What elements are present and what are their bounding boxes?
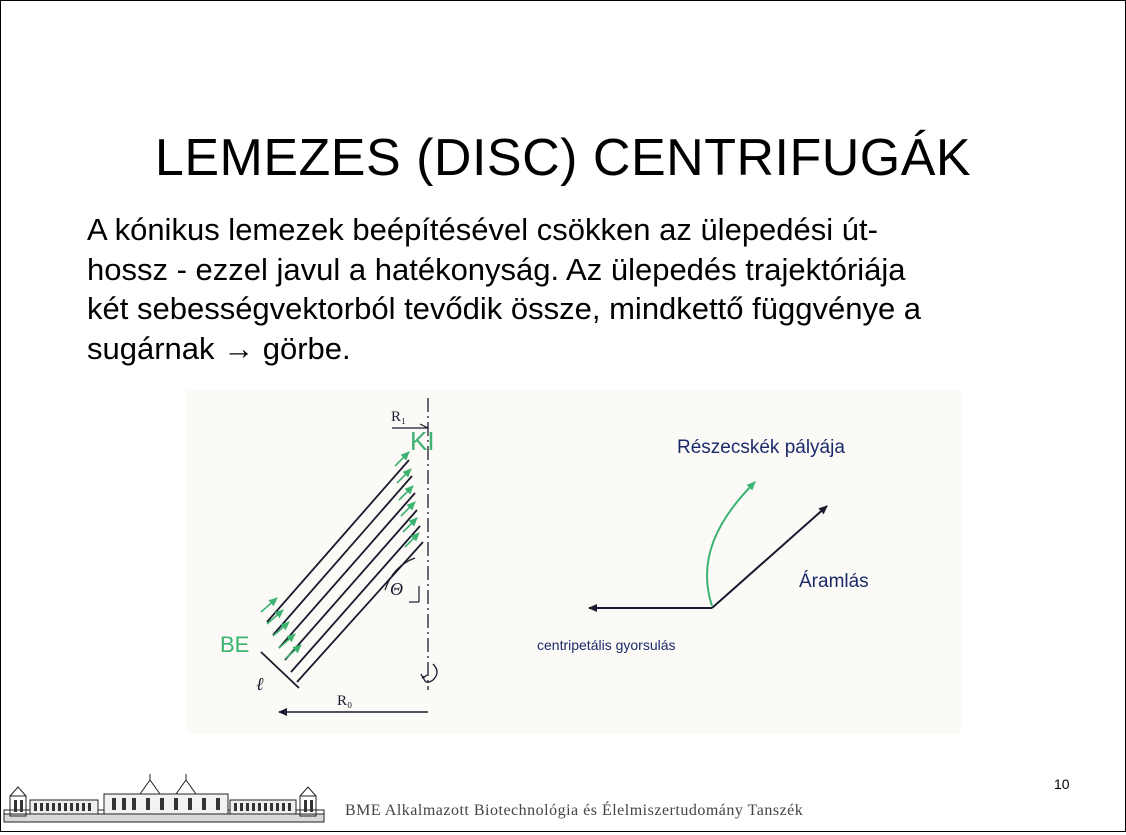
particle-trajectory-curve [705, 481, 756, 607]
body-line-3: két sebességvektorból tevődik össze, min… [87, 291, 922, 326]
label-r-inner: R₁ [391, 409, 406, 425]
body-line-4: sugárnak → görbe. [87, 330, 351, 366]
label-out: KI [410, 426, 435, 456]
slide-body: A kónikus lemezek beépítésével csökken a… [87, 210, 1067, 368]
disc-plate [290, 525, 421, 673]
flow-vector [711, 505, 828, 609]
page-number: 10 [1054, 776, 1070, 792]
label-particle-path: Részecskék pályája [677, 437, 845, 458]
label-in: BE [220, 632, 249, 657]
label-r-outer: R₀ [337, 693, 352, 709]
rotation-arrow-icon [422, 663, 438, 683]
body-line-1: A kónikus lemezek beépítésével csökken a… [87, 212, 878, 247]
r1-arrowhead-icon [419, 423, 429, 429]
figure-background [187, 390, 961, 734]
disc-plate [284, 509, 418, 661]
flow-arrows-group [260, 451, 420, 660]
label-centripetal: centripetális gyorsulás [537, 637, 676, 653]
theta-arc [384, 557, 416, 591]
building-logo-icon [3, 774, 325, 823]
label-gap: ℓ [256, 674, 264, 694]
slide-title: LEMEZES (DISC) CENTRIFUGÁK [154, 129, 972, 187]
gap-dimension-line [260, 651, 300, 689]
disc-plate [266, 459, 410, 623]
figure-svg: R₁ KI BE [187, 390, 961, 734]
university-logo [0, 756, 332, 830]
rotation-arrowhead-icon [420, 673, 428, 679]
institution-name: BME Alkalmazott Biotechnológia és Élelmi… [345, 802, 804, 819]
label-flow: Áramlás [799, 571, 869, 592]
disc-centrifuge-figure: R₁ KI BE [187, 390, 961, 734]
disc-plate [278, 492, 416, 649]
body-line-2: hossz - ezzel javul a hatékonyság. Az ül… [87, 251, 906, 287]
disc-plate [272, 475, 413, 636]
label-theta: Θ [390, 579, 403, 599]
